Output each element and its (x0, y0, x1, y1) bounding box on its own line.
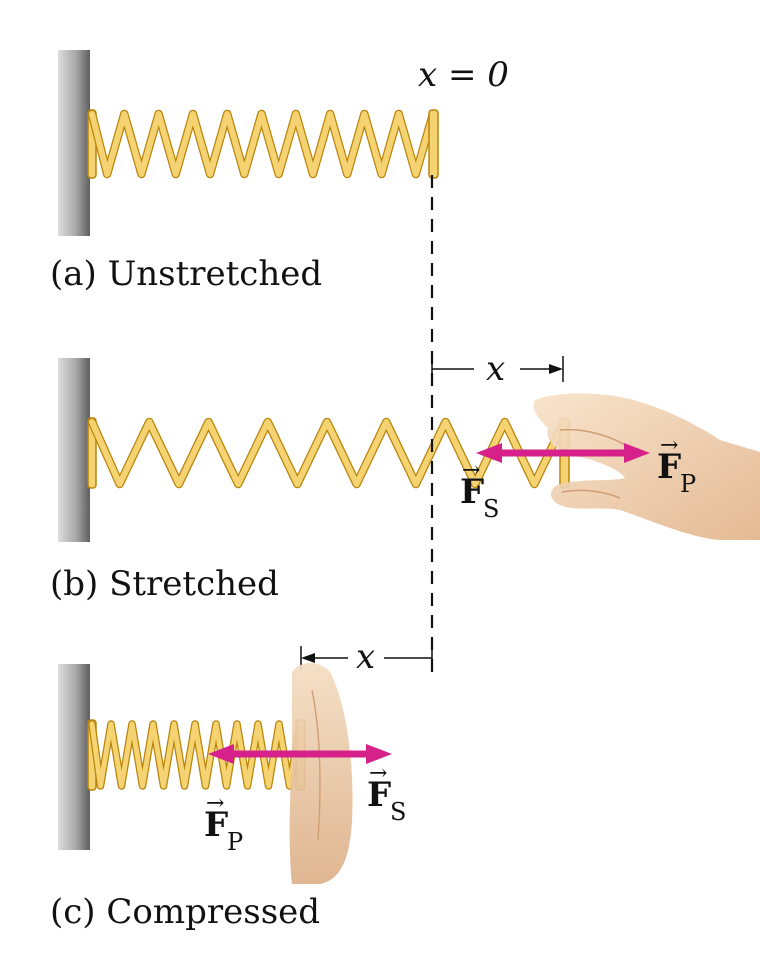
force-label-pull-b: F P → (657, 433, 696, 498)
hand-pushing (289, 663, 353, 884)
force-vector-arrow-pull-b: → (660, 433, 678, 458)
spring-end-plate (428, 109, 439, 179)
spring-coil (89, 419, 567, 487)
arrow-spring-force-c-head (366, 744, 392, 764)
force-spring-symbol-b: F (460, 472, 484, 512)
force-spring-sub-c: S (390, 798, 406, 826)
spring-coil (89, 721, 303, 789)
arrow-pull-force-c-head (208, 744, 234, 764)
arrow-spring-force-b-head (476, 443, 502, 463)
force-spring-sub-b: S (483, 495, 499, 523)
displacement-marker-c: x (300, 637, 433, 677)
wall-a (58, 50, 90, 236)
displacement-marker-b: x (431, 349, 564, 389)
displacement-label-b: x (486, 349, 505, 389)
force-label-pull-c: F P → (204, 791, 243, 856)
force-label-spring-b: F S → (460, 458, 499, 523)
force-vector-arrow-spring-b: → (462, 458, 480, 483)
origin-label: x = 0 (418, 55, 509, 95)
arrow-pull-force-b-head (624, 443, 650, 463)
wall-c (58, 664, 90, 850)
displacement-label-c: x (356, 637, 375, 677)
caption-unstretched: (a) Unstretched (50, 254, 323, 294)
force-vector-arrow-spring-c: → (369, 761, 387, 786)
force-vector-arrow-pull-c: → (206, 791, 224, 816)
force-arrows (208, 443, 650, 764)
wall-b (58, 358, 90, 542)
caption-compressed: (c) Compressed (50, 892, 321, 932)
force-pull-symbol-c: F (204, 805, 228, 845)
force-pull-sub-b: P (680, 470, 696, 498)
force-pull-symbol-b: F (657, 447, 681, 487)
force-pull-sub-c: P (227, 828, 243, 856)
force-spring-symbol-c: F (367, 775, 391, 815)
spring-coil (89, 111, 436, 177)
spring-unstretched (87, 109, 439, 179)
force-label-spring-c: F S → (367, 761, 406, 826)
caption-stretched: (b) Stretched (50, 564, 279, 604)
